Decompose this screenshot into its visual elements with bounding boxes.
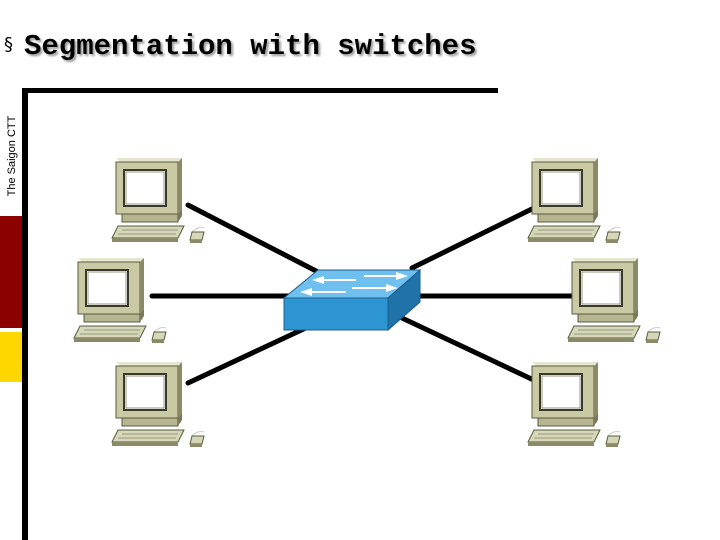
cable-bottom-left bbox=[185, 323, 313, 386]
cable-bottom-right bbox=[399, 315, 543, 386]
computer-top-left bbox=[111, 157, 205, 244]
computer-bottom-right bbox=[527, 361, 621, 448]
computer-mid-left bbox=[73, 257, 167, 344]
title-bullet-icon: § bbox=[4, 34, 13, 55]
computer-mid-right bbox=[567, 257, 661, 344]
title-rule bbox=[22, 88, 498, 93]
computer-bottom-left bbox=[111, 361, 205, 448]
accent-block-yellow bbox=[0, 332, 22, 382]
computer-top-right bbox=[527, 157, 621, 244]
slide-title: Segmentation with switches bbox=[24, 30, 477, 63]
left-rule bbox=[22, 88, 28, 540]
cable-top-right bbox=[409, 202, 543, 271]
cables bbox=[149, 202, 581, 386]
switch-icon bbox=[282, 268, 422, 332]
cable-top-left bbox=[185, 202, 321, 275]
accent-block-red bbox=[0, 216, 22, 328]
